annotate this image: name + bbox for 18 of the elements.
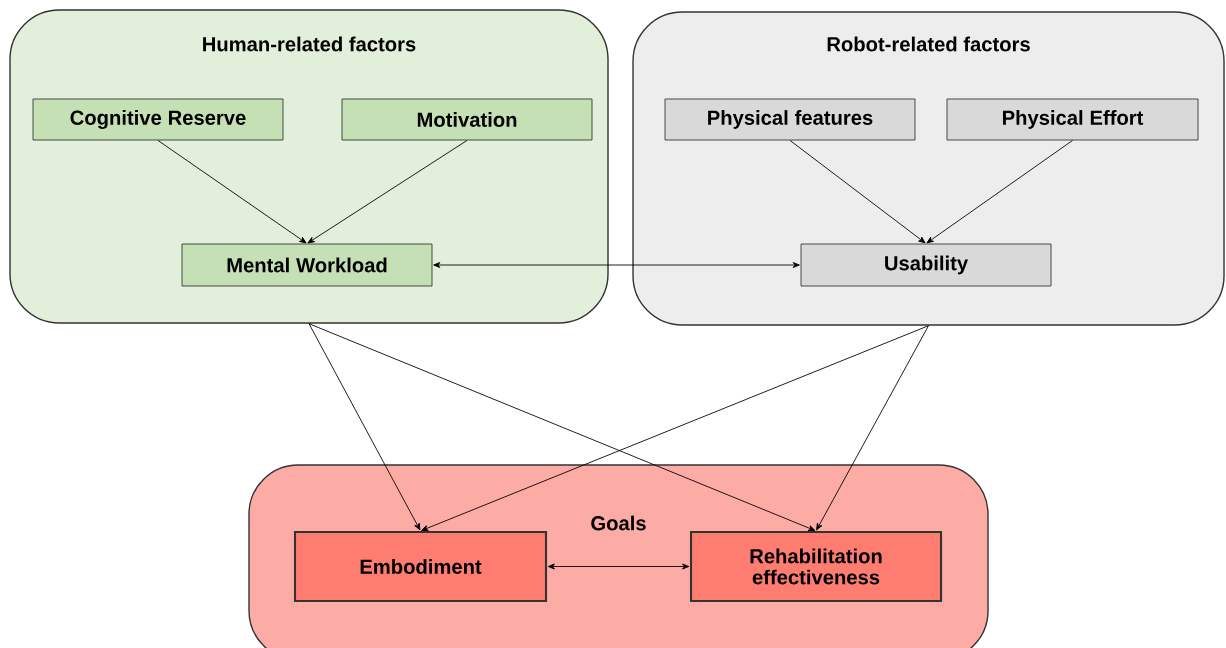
- arrow: [308, 323, 816, 531]
- arrow: [307, 140, 468, 244]
- arrow: [308, 323, 421, 531]
- factor-box: Physical Effort: [946, 98, 1199, 141]
- arrow: [421, 325, 929, 531]
- factor-box: Cognitive Reserve: [32, 98, 284, 141]
- arrow: [816, 325, 929, 531]
- factor-box: Physical features: [664, 98, 916, 141]
- arrow: [157, 140, 307, 244]
- arrow: [433, 262, 800, 268]
- factor-box: Usability: [800, 243, 1052, 287]
- factor-box: Rehabilitation effectiveness: [689, 530, 943, 603]
- arrow: [926, 140, 1073, 244]
- arrow: [789, 140, 926, 244]
- factor-box: Embodiment: [293, 530, 548, 603]
- factor-box: Mental Workload: [181, 243, 433, 287]
- factor-box: Motivation: [341, 98, 593, 141]
- arrow: [547, 563, 690, 570]
